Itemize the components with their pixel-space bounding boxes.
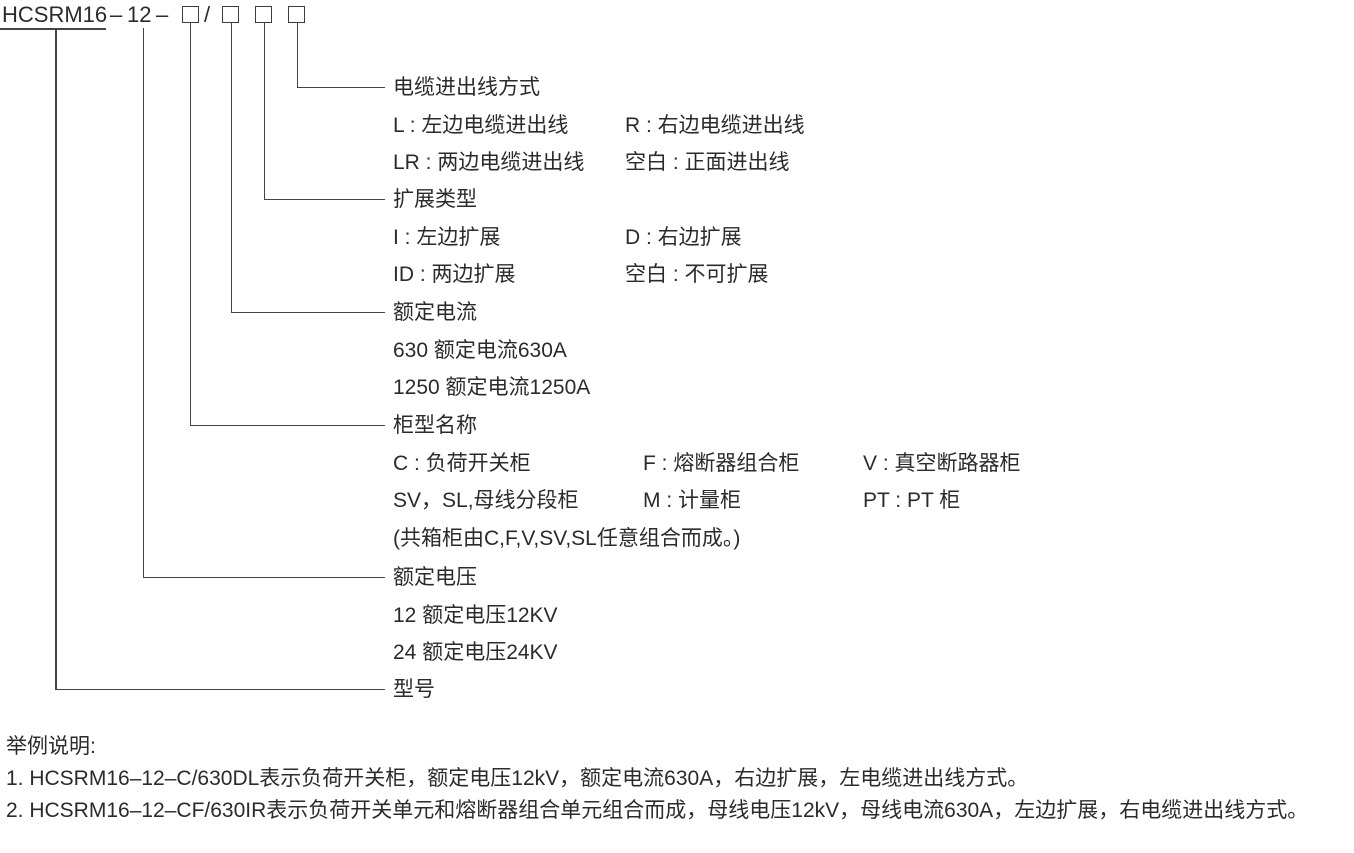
expansion-option-row: ID : 两边扩展 空白 : 不可扩展 — [393, 256, 1348, 294]
current-option-row: 1250 额定电流1250A — [393, 369, 1348, 407]
cable-entry-label: 电缆进出线方式 — [393, 76, 540, 99]
leader-line-cable-vertical — [296, 23, 299, 87]
group-rated-current: 额定电流 630 额定电流630A 1250 额定电流1250A — [393, 294, 1348, 407]
examples-section: 举例说明: 1. HCSRM16–12–C/630DL表示负荷开关柜，额定电压1… — [6, 731, 1350, 826]
group-cabinet-type: 柜型名称 C : 负荷开关柜 F : 熔断器组合柜 V : 真空断路器柜 SV，SL… — [393, 407, 1348, 557]
model-name-text: HCSRM16 — [2, 2, 108, 27]
option-text: ID : 两边扩展 — [393, 263, 516, 287]
examples-title: 举例说明: — [6, 735, 96, 758]
group-expansion-type: 扩展类型 I : 左边扩展 D : 右边扩展 ID : 两边扩展 空白 : 不可扩展 — [393, 181, 1348, 294]
cable-entry-placeholder-box — [288, 6, 305, 23]
example-item-2: 2. HCSRM16–12–CF/630IR表示负荷开关单元和熔断器组合单元组合… — [6, 798, 1309, 822]
cable-entry-option-row: LR : 两边电缆进出线 空白 : 正面进出线 — [393, 144, 1348, 182]
option-text: F : 熔断器组合柜 — [643, 451, 800, 475]
group-model: 型号 — [393, 671, 1348, 709]
dash-separator: – — [110, 2, 123, 27]
expansion-type-placeholder-box — [255, 6, 272, 23]
option-text: 12 额定电压12KV — [393, 603, 558, 627]
option-text: LR : 两边电缆进出线 — [393, 151, 585, 175]
leader-line-current-vertical — [230, 23, 233, 312]
current-option-row: 630 额定电流630A — [393, 332, 1348, 370]
option-text: R : 右边电缆进出线 — [625, 113, 805, 137]
note-text: (共箱柜由C,F,V,SV,SL任意组合而成。) — [393, 526, 741, 550]
leader-line-voltage-vertical — [142, 28, 145, 577]
cable-entry-option-row: L : 左边电缆进出线 R : 右边电缆进出线 — [393, 107, 1348, 145]
leader-line-expand-vertical — [263, 23, 266, 199]
leader-line-current-horizontal — [231, 311, 385, 314]
option-text: C : 负荷开关柜 — [393, 451, 531, 475]
expansion-option-row: I : 左边扩展 D : 右边扩展 — [393, 219, 1348, 257]
cabinet-note-row: (共箱柜由C,F,V,SV,SL任意组合而成。) — [393, 520, 1348, 558]
option-text: 空白 : 不可扩展 — [625, 263, 769, 287]
example-item-1: 1. HCSRM16–12–C/630DL表示负荷开关柜，额定电压12kV，额定… — [6, 766, 1029, 790]
cabinet-type-label: 柜型名称 — [393, 414, 477, 437]
cabinet-option-row: C : 负荷开关柜 F : 熔断器组合柜 V : 真空断路器柜 — [393, 445, 1348, 483]
option-text: 630 额定电流630A — [393, 338, 567, 362]
group-cable-entry: 电缆进出线方式 L : 左边电缆进出线 R : 右边电缆进出线 LR : 两边电缆… — [393, 69, 1348, 182]
rated-current-label: 额定电流 — [393, 301, 477, 324]
leader-line-model-vertical — [55, 28, 57, 689]
voltage-option-row: 12 额定电压12KV — [393, 597, 1348, 635]
voltage-code-text: 12 — [127, 2, 152, 27]
model-label: 型号 — [393, 678, 435, 701]
leader-line-cable-horizontal — [297, 86, 385, 89]
option-text: PT : PT 柜 — [863, 489, 961, 513]
cabinet-type-placeholder-box — [182, 6, 199, 23]
leader-line-model-horizontal — [55, 688, 385, 691]
option-text: SV，SL,母线分段柜 — [393, 489, 579, 513]
voltage-option-row: 24 额定电压24KV — [393, 634, 1348, 672]
option-text: L : 左边电缆进出线 — [393, 113, 569, 137]
option-text: I : 左边扩展 — [393, 225, 501, 249]
leader-line-voltage-horizontal — [143, 576, 385, 579]
option-text: 1250 额定电流1250A — [393, 376, 591, 400]
expansion-type-label: 扩展类型 — [393, 188, 477, 211]
leader-line-cabinet-horizontal — [190, 424, 385, 427]
leader-line-expand-horizontal — [264, 198, 385, 201]
rated-current-placeholder-box — [222, 6, 239, 23]
option-text: 24 额定电压24KV — [393, 641, 558, 665]
option-text: D : 右边扩展 — [625, 225, 742, 249]
slash-separator: / — [204, 2, 211, 27]
model-name-underline — [0, 28, 106, 30]
rated-voltage-label: 额定电压 — [393, 566, 477, 589]
option-text: 空白 : 正面进出线 — [625, 151, 790, 175]
option-text: M : 计量柜 — [643, 489, 741, 513]
option-text: V : 真空断路器柜 — [863, 451, 1021, 475]
dash-separator: – — [156, 2, 169, 27]
leader-line-cabinet-vertical — [189, 23, 192, 425]
group-rated-voltage: 额定电压 12 额定电压12KV 24 额定电压24KV — [393, 559, 1348, 672]
cabinet-option-row: SV，SL,母线分段柜 M : 计量柜 PT : PT 柜 — [393, 482, 1348, 520]
